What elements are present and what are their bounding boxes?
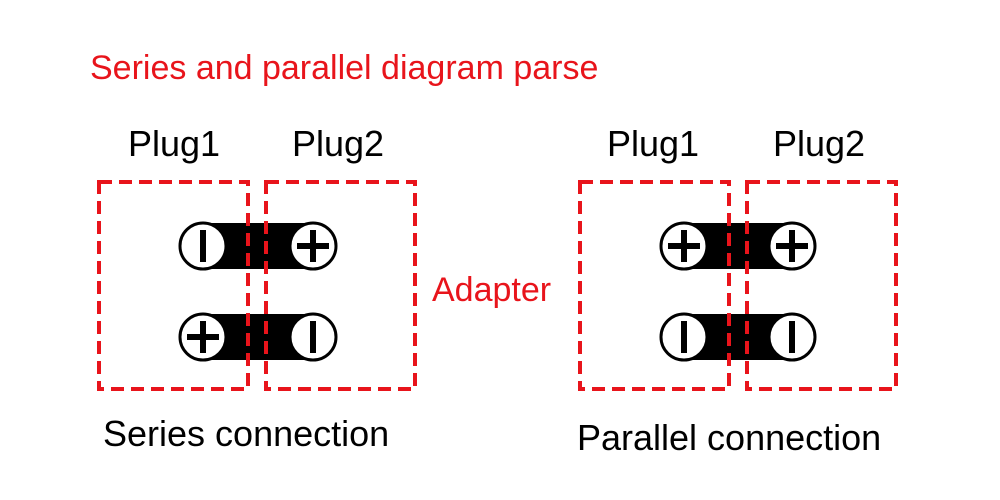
parallel-terminal-bottom-left: [659, 312, 709, 362]
diagram-title: Series and parallel diagram parse: [90, 49, 599, 87]
adapter-label: Adapter: [432, 271, 552, 309]
parallel-plug1-label: Plug1: [607, 123, 700, 164]
minus-icon: [200, 230, 206, 262]
series-caption: Series connection: [103, 413, 390, 454]
parallel-terminal-top-left: [659, 221, 709, 271]
minus-icon: [310, 321, 316, 353]
parallel-caption: Parallel connection: [577, 417, 882, 458]
series-plug2-box: [264, 180, 417, 391]
parallel-terminal-bottom-right: [767, 312, 817, 362]
minus-icon: [681, 321, 687, 353]
plus-icon: [668, 230, 700, 262]
series-terminal-bottom-right: [288, 312, 338, 362]
series-terminal-top-right: [288, 221, 338, 271]
plus-icon: [297, 230, 329, 262]
series-plug1-box: [97, 180, 250, 391]
series-plug1-label: Plug1: [128, 123, 221, 164]
plus-icon: [187, 321, 219, 353]
parallel-plug2-box: [745, 180, 898, 391]
parallel-plug1-box: [578, 180, 731, 391]
plus-icon: [776, 230, 808, 262]
series-terminal-bottom-left: [178, 312, 228, 362]
parallel-terminal-top-right: [767, 221, 817, 271]
series-terminal-top-left: [178, 221, 228, 271]
parallel-plug2-label: Plug2: [773, 123, 866, 164]
minus-icon: [789, 321, 795, 353]
series-plug2-label: Plug2: [292, 123, 385, 164]
